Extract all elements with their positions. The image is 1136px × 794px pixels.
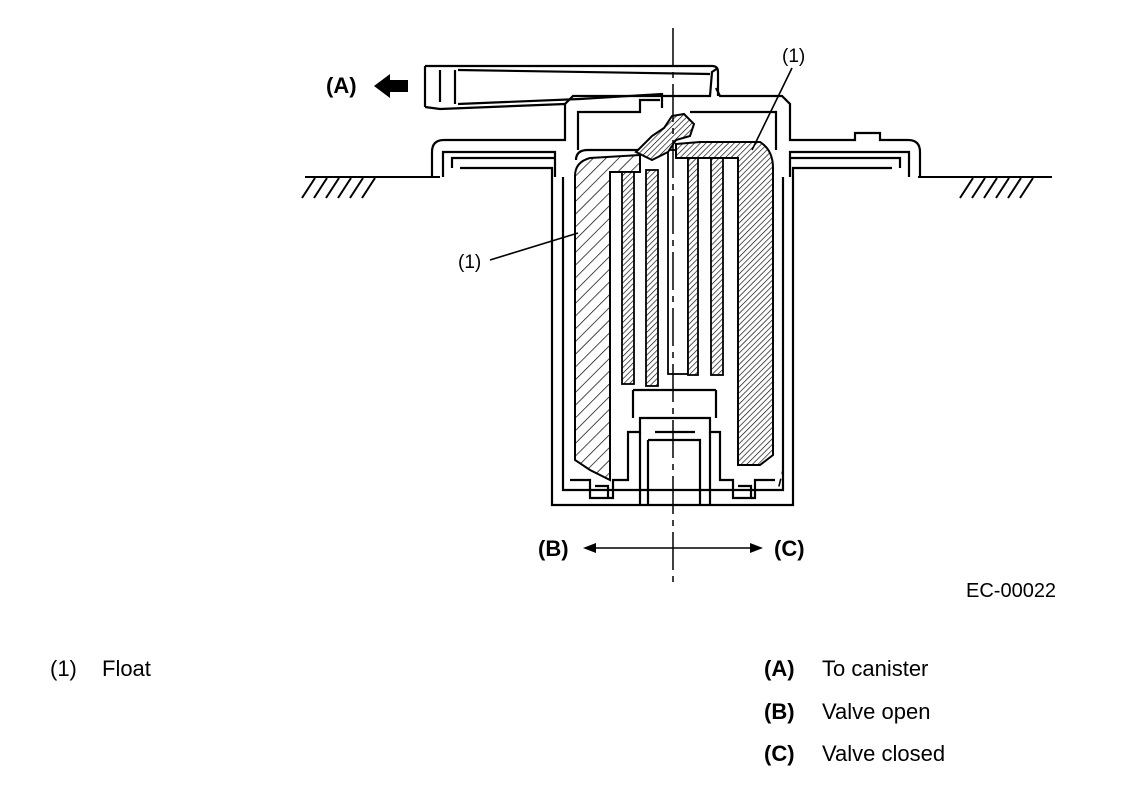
legend-text: Float: [102, 656, 151, 681]
legend-item-valve-closed: (C) Valve closed: [764, 741, 945, 767]
legend-key: (B): [764, 699, 795, 724]
legend-text: To canister: [822, 656, 929, 681]
callout-c: (C): [774, 536, 805, 561]
callout-float-top: (1): [782, 46, 805, 67]
callout-a: (A): [326, 73, 357, 98]
float-inner-ring-right-2: [710, 154, 724, 376]
legend-key: (C): [764, 741, 795, 766]
float-inner-ring-left-2: [645, 169, 659, 387]
valve-stem: [667, 149, 689, 375]
arrow-to-canister: [374, 74, 408, 98]
legend-text: Valve open: [822, 699, 931, 724]
float-left-wall: [574, 153, 641, 482]
callout-float-left: (1): [458, 252, 481, 273]
outlet-pipe: [423, 64, 720, 111]
leader-float-left: [489, 232, 579, 261]
float-inner-ring-right-1: [687, 154, 699, 376]
legend-item-float: (1) Float: [50, 656, 151, 682]
legend-key: (1): [50, 656, 77, 681]
leader-float-top: [751, 67, 793, 151]
open-closed-arrow: [583, 543, 763, 553]
legend-item-valve-open: (B) Valve open: [764, 699, 930, 725]
ground-line-right: [918, 176, 1052, 199]
float-right-wall: [675, 141, 774, 466]
valve-flange: [430, 67, 922, 177]
figure-code: EC-00022: [966, 580, 1057, 602]
float-inner-ring-left-1: [621, 171, 635, 385]
valve-seal: [634, 112, 696, 162]
legend-item-to-canister: (A) To canister: [764, 656, 928, 682]
ground-line-left: [301, 176, 440, 199]
legend-key: (A): [764, 656, 795, 681]
legend-text: Valve closed: [822, 741, 946, 766]
callout-b: (B): [538, 536, 569, 561]
